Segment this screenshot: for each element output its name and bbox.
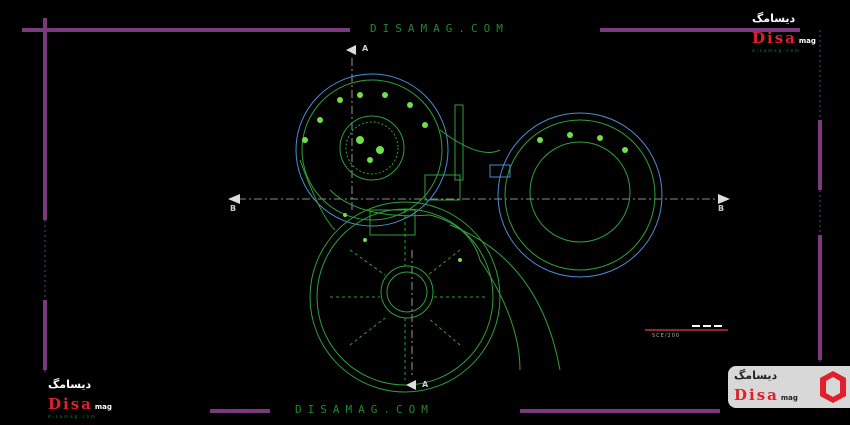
logo-persian: دیسامگ (48, 378, 92, 391)
logo-suffix: mag (798, 37, 816, 45)
logo-persian: دیسامگ (752, 12, 796, 25)
section-marker-b-right: B (718, 204, 725, 213)
watermark-bottom: DISAMAG.COM (295, 403, 434, 416)
logo-latin: Disa (734, 386, 779, 404)
logo-persian: دیسامگ (734, 369, 778, 382)
frame (22, 18, 822, 413)
plan (295, 73, 663, 393)
logo-suffix: mag (94, 403, 112, 411)
section-marker-a-bottom: A (422, 380, 429, 389)
logo-suffix: mag (780, 394, 798, 402)
isa-cube-icon (820, 371, 846, 403)
logo-site: disamag.com (48, 414, 97, 419)
logo-latin: Disa (48, 395, 93, 413)
trees (302, 92, 628, 262)
section-lines (238, 58, 718, 378)
section-marker-a-top: A (362, 44, 369, 53)
section-marker-b-left: B (230, 204, 237, 213)
logo-latin: Disa (752, 29, 797, 47)
logo-site: disamag.com (752, 48, 801, 53)
scale-label: SCE/200 (652, 333, 681, 339)
watermark-top: DISAMAG.COM (370, 22, 509, 35)
